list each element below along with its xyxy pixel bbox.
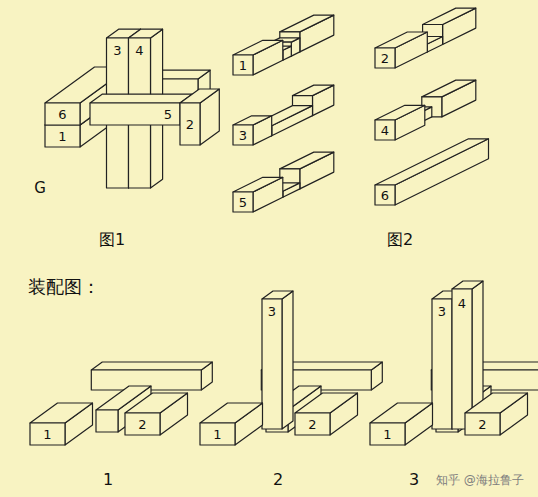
- section-heading: 装配图：: [28, 278, 100, 296]
- block-top: [452, 281, 483, 289]
- block-face: [465, 413, 500, 435]
- figure-caption: 图2: [387, 232, 413, 248]
- block-top: [422, 80, 476, 97]
- block-top: [233, 177, 283, 192]
- callout-number: 2: [308, 418, 316, 431]
- block-face: [452, 289, 472, 429]
- figure-caption: 1: [103, 472, 113, 488]
- block-top: [280, 152, 334, 169]
- block-face: [233, 55, 253, 75]
- block-face: [200, 423, 235, 445]
- block-face: [370, 423, 405, 445]
- block-face: [125, 413, 160, 435]
- block-face: [96, 410, 118, 432]
- callout-number: 6: [381, 189, 389, 202]
- block-top: [180, 89, 219, 103]
- callout-number: 2: [138, 418, 146, 431]
- block-top: [91, 362, 212, 370]
- callout-number: 1: [239, 59, 247, 72]
- figure-caption: 3: [409, 472, 419, 488]
- callout-number: 2: [186, 118, 194, 131]
- block-face: [375, 48, 395, 68]
- callout-number: 1: [383, 428, 391, 441]
- callout-number: 3: [438, 305, 446, 318]
- block-top: [262, 291, 293, 299]
- block-top: [233, 40, 283, 55]
- block-top: [375, 32, 427, 48]
- block-top: [90, 94, 192, 103]
- callout-number: 4: [135, 44, 143, 57]
- callout-number: 1: [43, 428, 51, 441]
- callout-number: 3: [113, 44, 121, 57]
- figure-letter: G: [34, 181, 46, 196]
- block-face: [233, 125, 253, 145]
- figure-caption: 图1: [99, 232, 125, 248]
- callout-number: 6: [58, 108, 66, 121]
- block-top: [423, 8, 476, 24]
- block-face: [432, 299, 452, 429]
- watermark: 知乎 @海拉鲁子: [436, 474, 524, 486]
- callout-number: 1: [213, 428, 221, 441]
- figure-caption: 2: [273, 472, 283, 488]
- callout-number: 3: [268, 305, 276, 318]
- block-face: [90, 103, 180, 125]
- block-top: [30, 403, 93, 423]
- block-face: [375, 185, 395, 205]
- block-side: [282, 291, 293, 429]
- block-top: [200, 403, 263, 423]
- callout-number: 4: [458, 297, 466, 310]
- block-top: [370, 403, 433, 423]
- block-top: [293, 85, 334, 96]
- block-top: [280, 15, 334, 32]
- callout-number: 3: [239, 129, 247, 142]
- block-face: [45, 103, 80, 125]
- block-face: [30, 423, 65, 445]
- block-face: [45, 125, 80, 147]
- block-face: [262, 299, 282, 429]
- block-top: [375, 105, 425, 120]
- block-top: [129, 29, 163, 38]
- block-top: [375, 139, 489, 185]
- block-face: [375, 120, 395, 140]
- block-top: [125, 393, 188, 413]
- callout-number: 1: [58, 130, 66, 143]
- block-top: [465, 393, 528, 413]
- callout-number: 2: [478, 418, 486, 431]
- callout-number: 4: [381, 124, 389, 137]
- block-face: [233, 192, 253, 212]
- callout-number: 5: [164, 108, 172, 121]
- block-top: [295, 393, 358, 413]
- block-face: [180, 103, 200, 145]
- block-top: [233, 116, 272, 125]
- block-face: [295, 413, 330, 435]
- callout-number: 5: [239, 196, 247, 209]
- callout-number: 2: [381, 52, 389, 65]
